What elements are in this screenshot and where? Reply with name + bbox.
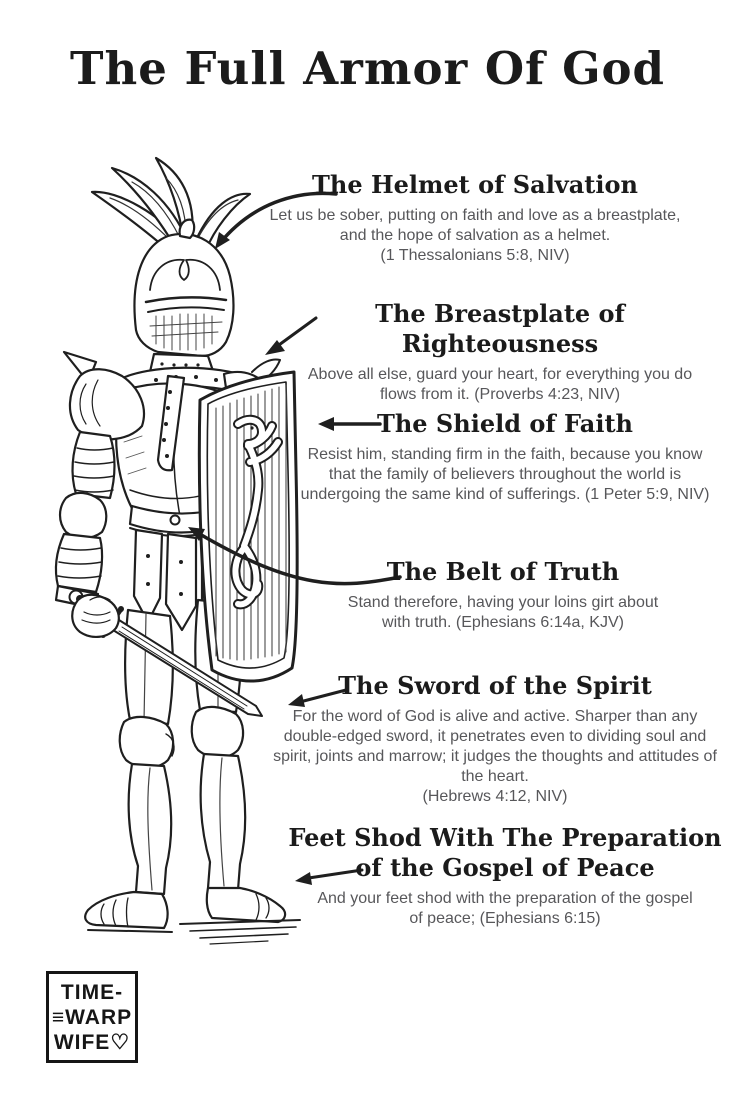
- verse-reference: (1 Thessalonians 5:8, NIV): [380, 247, 570, 264]
- sword-arrow: [288, 688, 348, 707]
- section-heading: The Sword of the Spirit: [338, 671, 652, 700]
- breastplate-arrow: [265, 316, 318, 355]
- verse-reference: (Ephesians 6:14a, KJV): [455, 614, 624, 631]
- logo-line-3: WIFE♡: [53, 1030, 131, 1054]
- section-heading: The Helmet of Salvation: [312, 170, 638, 199]
- logo-line-2: ≡WARP: [51, 1005, 133, 1029]
- section-verse: Resist him, standing firm in the faith, …: [300, 446, 710, 503]
- section-shield-of-faith: The Shield of Faith Resist him, standing…: [285, 409, 725, 505]
- ground-shadow: [87, 919, 301, 945]
- section-belt-of-truth: The Belt of Truth Stand therefore, havin…: [278, 557, 728, 633]
- section-verse: For the word of God is alive and active.…: [269, 707, 721, 807]
- helmet: [133, 218, 235, 358]
- gauntlet: [71, 593, 120, 638]
- belt-arrow: [188, 527, 402, 586]
- left-arm: [54, 350, 146, 610]
- section-breastplate-of-righteousness: The Breastplate of Righteousness Above a…: [275, 299, 725, 405]
- section-verse: Stand therefore, having your loins girt …: [347, 594, 659, 631]
- section-verse: Above all else, guard your heart, for ev…: [307, 366, 693, 403]
- logo-line-1: TIME-: [60, 980, 124, 1004]
- section-verse: Let us be sober, putting on faith and lo…: [260, 206, 690, 266]
- verse-reference: (Hebrews 4:12, NIV): [422, 788, 568, 805]
- section-helmet-of-salvation: The Helmet of Salvation Let us be sober,…: [250, 170, 700, 266]
- section-heading: The Shield of Faith: [377, 409, 633, 438]
- verse-reference: (Ephesians 6:15): [479, 910, 601, 927]
- shield-arrow: [318, 417, 382, 431]
- verse-reference: (1 Peter 5:9, NIV): [584, 486, 710, 503]
- section-verse: And your feet shod with the preparation …: [317, 890, 693, 927]
- section-heading: The Breastplate of Righteousness: [375, 299, 625, 358]
- page-title: The Full Armor Of God: [70, 42, 665, 95]
- verse-reference: (Proverbs 4:23, NIV): [474, 386, 621, 403]
- shield: [197, 370, 299, 683]
- section-heading: The Belt of Truth: [386, 557, 620, 586]
- section-sword-of-the-spirit: The Sword of the Spirit For the word of …: [265, 671, 725, 807]
- shield-lion: [230, 414, 283, 610]
- time-warp-wife-logo: TIME- ≡WARP WIFE♡: [46, 971, 138, 1063]
- feet-arrow: [295, 868, 364, 885]
- section-heading-line2: of the Gospel of Peace: [355, 853, 655, 882]
- helmet-arrow: [215, 191, 338, 249]
- section-heading: Feet Shod With The Preparation: [288, 823, 722, 852]
- section-feet-shod-gospel-of-peace: Feet Shod With The Preparation of the Go…: [280, 823, 730, 929]
